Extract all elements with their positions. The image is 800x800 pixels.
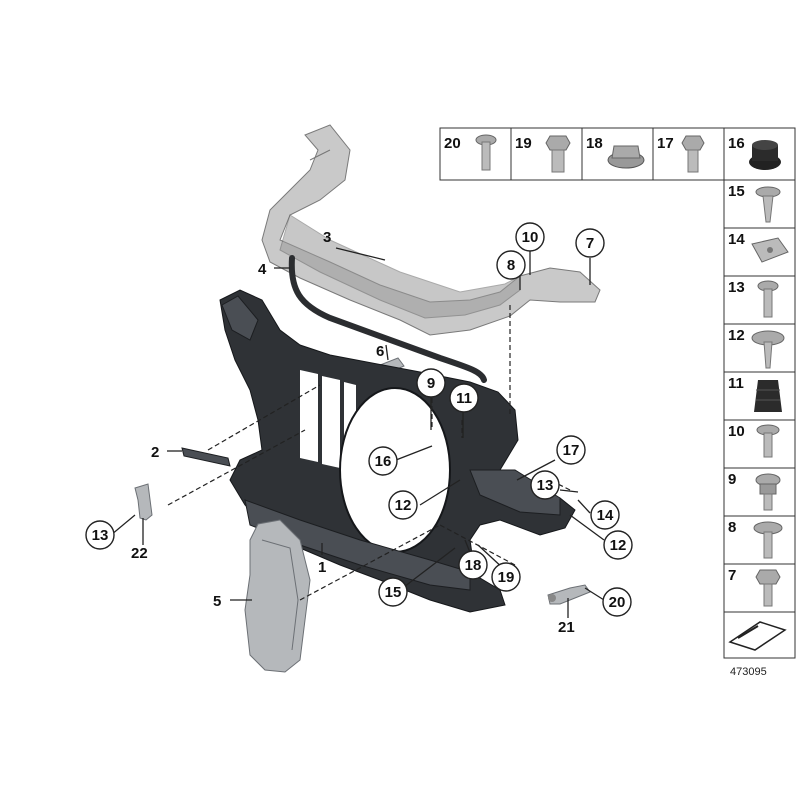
front-end-carrier-part-1	[219, 289, 576, 613]
svg-text:12: 12	[610, 537, 627, 554]
flange-nut-icon	[607, 145, 645, 169]
top-cell-20: 20	[444, 134, 497, 171]
top-cell-19: 19	[515, 135, 571, 173]
svg-text:17: 17	[657, 135, 674, 152]
label-2: 2	[151, 444, 159, 461]
side-cell-9: 9	[728, 471, 781, 511]
svg-text:10: 10	[522, 229, 539, 246]
label-6: 6	[376, 343, 384, 360]
svg-text:15: 15	[385, 584, 402, 601]
svg-text:17: 17	[563, 442, 580, 459]
svg-text:18: 18	[465, 557, 482, 574]
hex-bolt-icon	[545, 135, 571, 173]
callout-19: 19	[491, 562, 521, 592]
circled-labels: 10 8 7 9 11 16 12 17	[85, 222, 633, 617]
callout-13-left: 13	[85, 520, 115, 550]
top-cell-18: 18	[586, 135, 645, 169]
callout-7: 7	[575, 228, 605, 258]
callout-12-right: 12	[603, 530, 633, 560]
side-cell-13: 13	[728, 279, 779, 318]
svg-text:8: 8	[507, 257, 515, 274]
svg-text:16: 16	[728, 135, 745, 152]
callout-20: 20	[602, 587, 632, 617]
hex-screw-icon	[755, 569, 781, 607]
side-fastener-column: 15 14 13 12	[723, 179, 796, 659]
side-cell-8: 8	[728, 519, 783, 559]
self-tapping-screw-icon	[755, 186, 781, 223]
upper-carrier-part-3	[261, 124, 601, 336]
svg-text:14: 14	[597, 507, 614, 524]
hex-flange-bolt-icon	[681, 135, 705, 173]
label-22: 22	[131, 545, 148, 562]
callout-13-right: 13	[530, 470, 560, 500]
callout-15: 15	[378, 577, 408, 607]
callout-18: 18	[458, 550, 488, 580]
svg-text:18: 18	[586, 135, 603, 152]
svg-text:9: 9	[427, 375, 435, 392]
svg-text:10: 10	[728, 423, 745, 440]
side-cell-15: 15	[728, 183, 781, 223]
callout-10: 10	[515, 222, 545, 252]
rubber-buffer-icon	[754, 380, 782, 412]
callout-17: 17	[556, 435, 586, 465]
svg-text:12: 12	[395, 497, 412, 514]
svg-text:19: 19	[498, 569, 515, 586]
orientation-arrow-icon	[723, 611, 796, 659]
svg-text:13: 13	[537, 477, 554, 494]
callout-8: 8	[496, 250, 526, 280]
svg-text:13: 13	[728, 279, 745, 296]
rubber-grommet-icon	[749, 140, 781, 170]
callout-12-left: 12	[388, 490, 418, 520]
diagram-id: 473095	[730, 666, 767, 678]
svg-text:16: 16	[375, 453, 392, 470]
svg-text:11: 11	[728, 375, 744, 392]
svg-text:20: 20	[444, 135, 461, 152]
fan-opening	[339, 387, 451, 553]
top-cell-17: 17	[657, 135, 705, 173]
panhead-screw-icon	[751, 330, 785, 369]
torx-screw-icon	[475, 134, 497, 171]
svg-text:9: 9	[728, 471, 736, 488]
label-21: 21	[558, 619, 575, 636]
label-5: 5	[213, 593, 221, 610]
label-4: 4	[258, 261, 267, 278]
label-pointers	[110, 247, 605, 618]
svg-text:8: 8	[728, 519, 736, 536]
collar-screw-icon	[755, 473, 781, 511]
side-cell-14: 14	[728, 231, 789, 263]
side-cell-11: 11	[728, 375, 782, 412]
spring-nut-icon	[751, 237, 789, 263]
bracket-part-22	[134, 483, 153, 521]
label-3: 3	[323, 229, 331, 246]
svg-text:7: 7	[728, 567, 736, 584]
flat-head-screw-icon	[757, 280, 779, 318]
svg-text:12: 12	[728, 327, 745, 344]
top-fastener-row: 20 19 18 17	[439, 127, 796, 181]
expanding-rivet-icon	[756, 424, 780, 458]
callout-11: 11	[449, 383, 479, 413]
air-duct-part-5	[244, 519, 311, 673]
callout-16: 16	[368, 446, 398, 476]
svg-text:7: 7	[586, 235, 594, 252]
main-part-labels: 3 4 6 2 1 5 22 21	[131, 229, 575, 636]
top-cell-16: 16	[728, 135, 781, 170]
svg-text:19: 19	[515, 135, 532, 152]
bracket-part-21	[547, 584, 591, 605]
washer-screw-icon	[753, 521, 783, 559]
side-cell-7: 7	[728, 567, 781, 607]
label-1: 1	[318, 559, 326, 576]
callout-14: 14	[590, 500, 620, 530]
seal-strip-part-4	[288, 255, 487, 383]
svg-text:15: 15	[728, 183, 745, 200]
svg-text:20: 20	[609, 594, 626, 611]
svg-text:11: 11	[456, 390, 472, 407]
clip-part-2	[181, 447, 231, 467]
svg-text:14: 14	[728, 231, 745, 248]
svg-text:13: 13	[92, 527, 109, 544]
side-cell-10: 10	[728, 423, 780, 458]
callout-9: 9	[416, 368, 446, 398]
side-cell-12: 12	[728, 327, 785, 369]
